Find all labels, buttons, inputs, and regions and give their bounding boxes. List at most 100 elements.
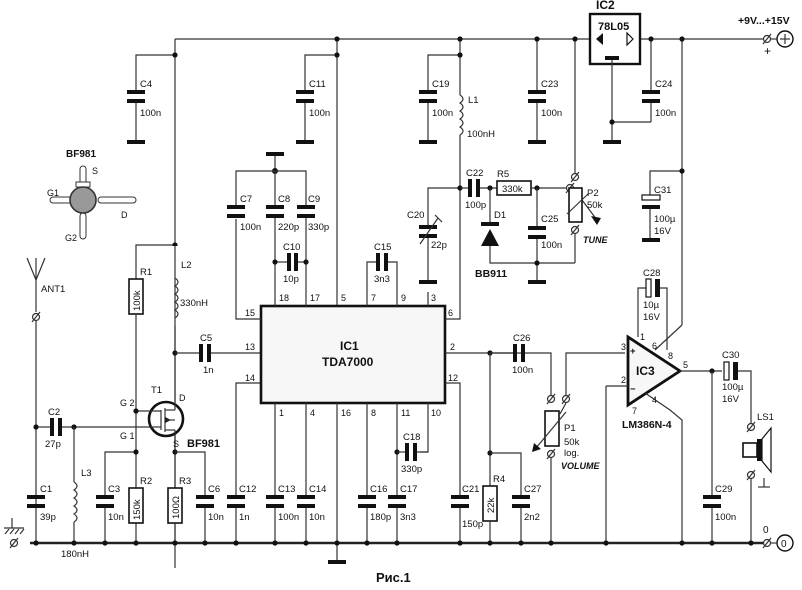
- c25-ref: C25: [541, 214, 558, 225]
- speaker-icon: [742, 421, 772, 546]
- t1-part: BF981: [187, 438, 220, 450]
- supply-terminal: [762, 30, 794, 48]
- r1-value: 100k: [132, 290, 143, 311]
- c29-ref: C29: [715, 484, 732, 495]
- r3-value: 100Ω: [171, 496, 182, 519]
- capacitor-c20-trimmer: [419, 187, 460, 284]
- p1-function: VOLUME: [561, 461, 600, 471]
- ic1-pin-10: 10: [431, 408, 441, 418]
- capacitor-c31: [641, 168, 685, 242]
- c2-value: 27p: [45, 439, 61, 450]
- c6-ref: C6: [208, 484, 220, 495]
- ic1-tda7000: [259, 304, 447, 405]
- capacitor-c7: [227, 205, 245, 218]
- c9-value: 330p: [308, 222, 329, 233]
- capacitor-c1: [27, 495, 45, 546]
- c17-value: 3n3: [400, 512, 416, 523]
- ic2-regulator: [588, 12, 642, 140]
- ic1-pin-16: 16: [341, 408, 351, 418]
- ic1-pin-14: 14: [245, 373, 255, 383]
- resistor-r3: [167, 449, 183, 546]
- capacitor-c21: [451, 495, 469, 546]
- ic1-ref: IC1: [340, 339, 359, 353]
- capacitor-c3: [96, 449, 139, 546]
- capacitor-c27: [490, 452, 530, 546]
- c19-value: 100n: [432, 108, 453, 119]
- c6-value: 10n: [208, 512, 224, 523]
- c1-ref: C1: [40, 484, 52, 495]
- ic3-pin-8: 8: [668, 351, 673, 361]
- ic3-pin-7: 7: [632, 406, 637, 416]
- r2-ref: R2: [140, 476, 152, 487]
- c3-ref: C3: [108, 484, 120, 495]
- c23-ref: C23: [541, 79, 558, 90]
- r5-value: 330k: [502, 184, 523, 195]
- supply-voltage-label: +9V...+15V: [738, 15, 790, 27]
- c28-rating: 16V: [643, 312, 661, 323]
- c22-value: 100p: [465, 200, 486, 211]
- potentiometer-p1: [532, 352, 625, 546]
- capacitor-c13: [266, 495, 284, 546]
- ic3-pin-6: 6: [652, 341, 657, 351]
- ic1-pin-4: 4: [310, 408, 315, 418]
- inductor-l1: [458, 94, 464, 306]
- c20-value: 22p: [431, 240, 447, 251]
- c24-ref: C24: [655, 79, 672, 90]
- capacitor-c23: [528, 36, 546, 144]
- ic1-pin-5: 5: [341, 293, 346, 303]
- ic3-pin-5: 5: [683, 360, 688, 370]
- ic1-pin-2: 2: [450, 342, 455, 352]
- figure-caption: Рис.1: [376, 570, 411, 585]
- capacitor-c2: [33, 418, 150, 436]
- c13-ref: C13: [278, 484, 295, 495]
- c27-ref: C27: [524, 484, 541, 495]
- c2-ref: C2: [48, 407, 60, 418]
- ic3-pin-1: 1: [640, 332, 645, 342]
- ic1-pin-15: 15: [245, 308, 255, 318]
- c14-ref: C14: [309, 484, 326, 495]
- pinout-s: S: [92, 166, 98, 176]
- c21-value: 150p: [462, 519, 483, 530]
- c28-ref: C28: [643, 268, 660, 279]
- ic1-pin-7: 7: [371, 293, 376, 303]
- r5-ref: R5: [497, 169, 509, 180]
- bf981-pinout-icon: [49, 165, 137, 240]
- inductor-l2: [173, 277, 179, 319]
- d1-part: BB911: [475, 268, 507, 280]
- ic1-pin-12: 12: [448, 373, 458, 383]
- capacitor-c15: [366, 253, 398, 271]
- ic1-pin-9: 9: [401, 293, 406, 303]
- pinout-d: D: [121, 210, 128, 220]
- c28-value: 10µ: [643, 300, 660, 311]
- c17-ref: C17: [400, 484, 417, 495]
- c13-value: 100n: [278, 512, 299, 523]
- c30-ref: C30: [722, 350, 739, 361]
- c15-value: 3n3: [374, 274, 390, 285]
- ground-symbol-icon: [4, 518, 25, 535]
- c25-value: 100n: [541, 240, 562, 251]
- t1-s: S: [173, 439, 179, 449]
- ground-terminal: [762, 534, 794, 552]
- c31-ref: C31: [654, 185, 671, 196]
- capacitor-c17: [388, 495, 406, 546]
- c16-value: 180p: [370, 512, 391, 523]
- capacitor-c6: [175, 451, 214, 546]
- d1-ref: D1: [494, 210, 506, 221]
- p2-ref: P2: [587, 188, 599, 199]
- ic3-lm386: [603, 287, 722, 546]
- capacitor-c8: [266, 171, 284, 270]
- c8-ref: C8: [278, 194, 290, 205]
- ic3-minus: −: [630, 384, 636, 395]
- capacitor-c12: [227, 382, 260, 546]
- l3-value: 180nH: [61, 549, 89, 560]
- p2-function: TUNE: [583, 235, 608, 245]
- ground-terminal-label: 0: [763, 525, 769, 536]
- ic1-part: TDA7000: [322, 355, 374, 369]
- r4-value: 22k: [486, 497, 497, 513]
- ic2-part: 78L05: [598, 21, 629, 33]
- c12-value: 1n: [239, 512, 250, 523]
- c30-value: 100µ: [722, 382, 744, 393]
- c18-ref: C18: [403, 432, 420, 443]
- c27-value: 2n2: [524, 512, 540, 523]
- capacitor-c25: [528, 188, 546, 284]
